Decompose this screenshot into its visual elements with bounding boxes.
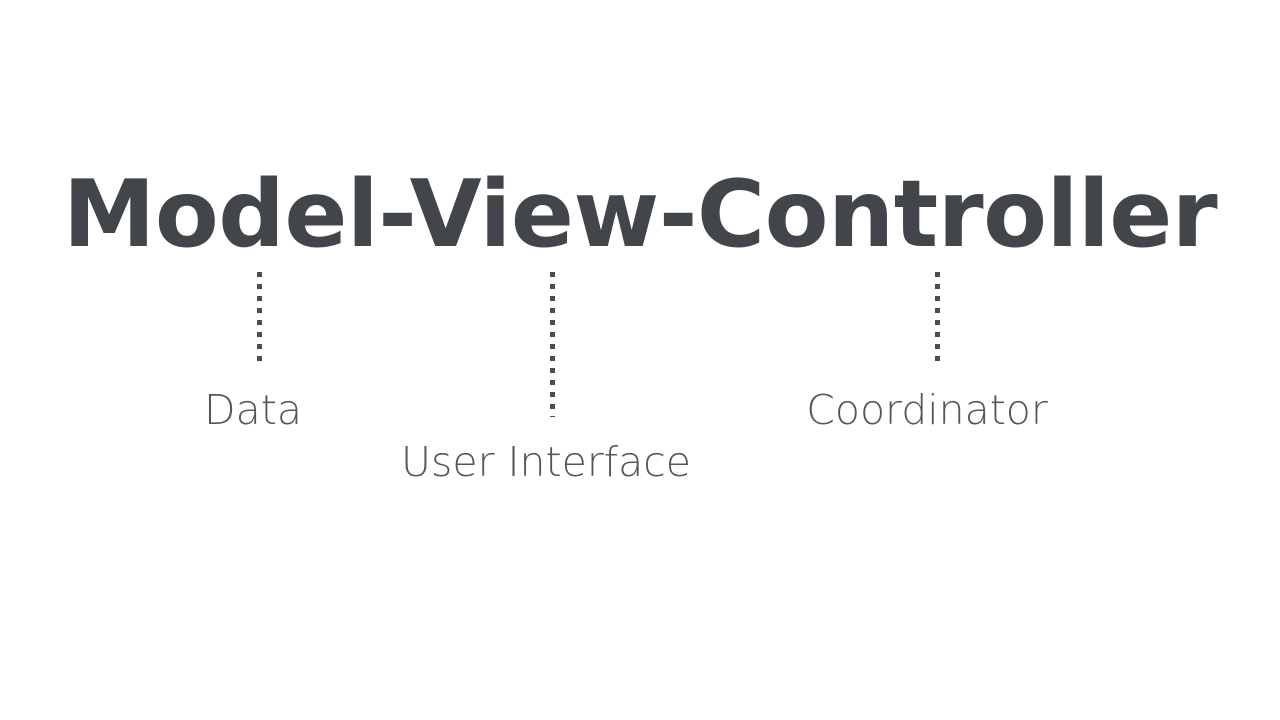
- connector-line-controller: [935, 272, 940, 366]
- connector-line-view: [550, 272, 555, 417]
- label-model-data: Data: [204, 386, 302, 434]
- label-controller-coordinator: Coordinator: [806, 386, 1048, 434]
- page-title: Model-View-Controller: [62, 160, 1218, 268]
- connector-line-model: [257, 272, 262, 366]
- label-view-user-interface: User Interface: [400, 438, 692, 486]
